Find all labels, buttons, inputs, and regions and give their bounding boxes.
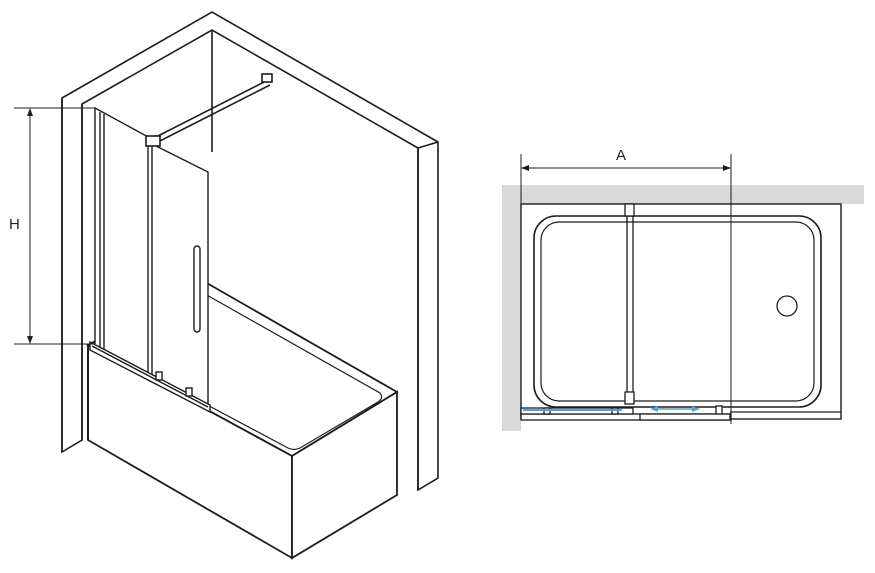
iso-bottom-track <box>89 340 211 414</box>
plan-wall-left <box>502 185 521 431</box>
h-dimension-label: H <box>9 216 20 233</box>
iso-door-handle <box>193 245 201 333</box>
plan-tub-basin-inner <box>540 221 815 402</box>
slide-arrow-left-head <box>650 406 658 412</box>
a-dimension-label: A <box>616 147 626 164</box>
iso-sliding-panel <box>147 140 209 412</box>
plan-bottom-track <box>520 405 841 421</box>
plan-stabilizer-bar <box>624 203 635 405</box>
a-dimension: A <box>520 147 732 424</box>
h-dimension: H <box>9 107 96 345</box>
slide-arrow-right-head <box>692 406 700 412</box>
plan-tub-outer <box>520 203 842 420</box>
plan-wall-top <box>502 185 864 204</box>
iso-fixed-panel <box>94 106 151 382</box>
iso-stabilizer-bar <box>145 73 273 147</box>
plan-view: A <box>502 147 864 431</box>
iso-view: H <box>9 11 439 560</box>
plan-tub-basin <box>533 215 822 408</box>
iso-wall <box>61 11 439 492</box>
plan-slide-direction <box>523 406 700 412</box>
plan-drain <box>776 295 798 317</box>
